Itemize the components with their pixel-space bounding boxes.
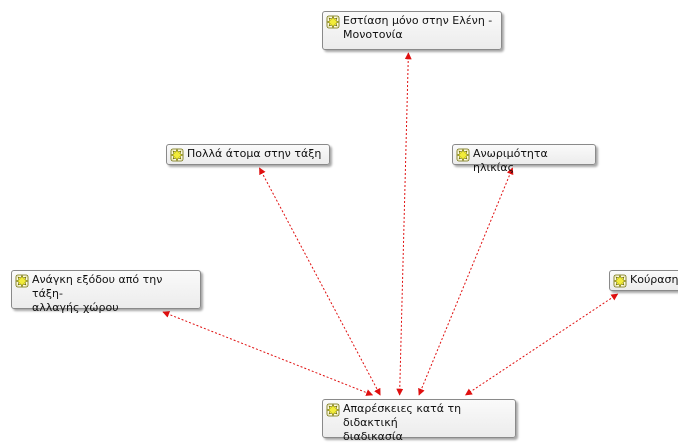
code-node-dislikes-teaching-process[interactable]: Απαρέσκειες κατά τη διδακτική διαδικασία <box>322 399 516 443</box>
code-node-focus-on-eleni[interactable]: Εστίαση μόνο στην Ελένη - Μονοτονία <box>322 11 502 50</box>
node-label: Κούραση <box>630 273 678 286</box>
link-n_many-to-n_core[interactable] <box>259 167 381 396</box>
code-icon <box>326 15 340 29</box>
code-node-many-people-in-class[interactable]: Πολλά άτομα στην τάξη <box>166 144 330 165</box>
links-layer <box>162 52 619 396</box>
link-n_focus-to-n_core[interactable] <box>396 52 412 396</box>
code-icon <box>613 274 627 288</box>
code-node-need-to-exit-classroom[interactable]: Ανάγκη εξόδου από την τάξη- αλλαγής χώρο… <box>11 270 201 314</box>
node-label: Εστίαση μόνο στην Ελένη - Μονοτονία <box>343 14 493 41</box>
node-label: Ανωριμότητα ηλικίας <box>473 147 548 174</box>
code-icon <box>456 148 470 162</box>
node-label: Απαρέσκειες κατά τη διδακτική διαδικασία <box>343 402 462 443</box>
code-node-fatigue[interactable]: Κούραση <box>609 270 678 291</box>
link-n_age-to-n_core[interactable] <box>418 167 514 396</box>
code-icon <box>170 148 184 162</box>
code-icon <box>15 274 29 288</box>
node-label: Πολλά άτομα στην τάξη <box>187 147 322 160</box>
link-n_tired-to-n_core[interactable] <box>464 293 619 396</box>
node-label: Ανάγκη εξόδου από την τάξη- αλλαγής χώρο… <box>32 273 163 314</box>
code-node-age-immaturity[interactable]: Ανωριμότητα ηλικίας <box>452 144 596 174</box>
code-icon <box>326 403 340 417</box>
link-n_exit-to-n_core[interactable] <box>162 311 374 396</box>
